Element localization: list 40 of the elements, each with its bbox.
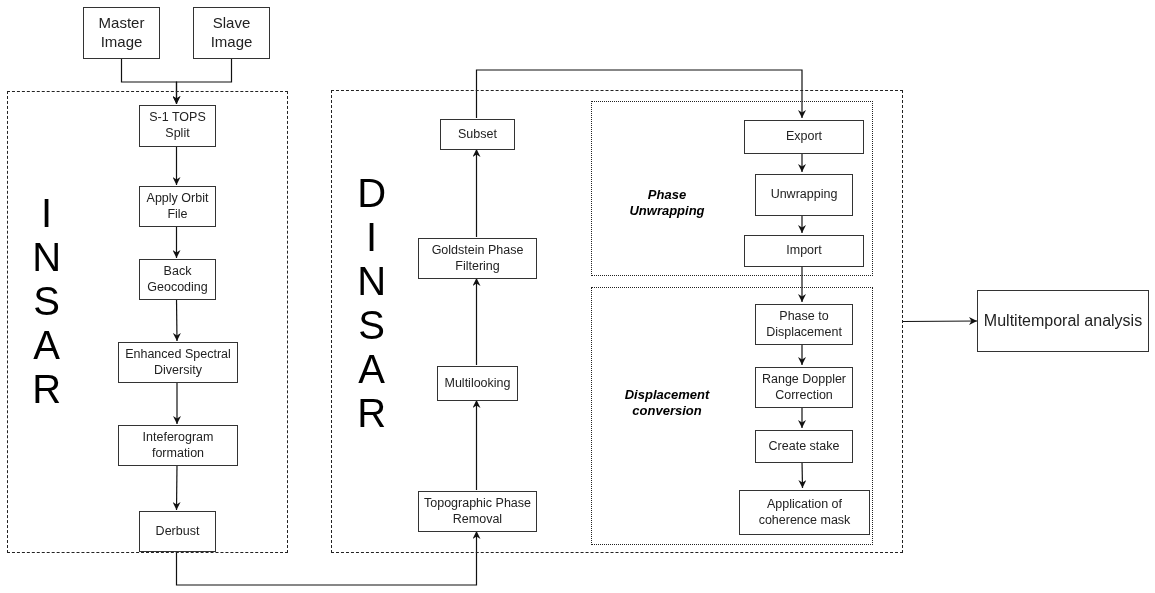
process-box: Enhanced Spectral Diversity	[118, 342, 238, 383]
process-box: Export	[744, 120, 864, 154]
process-box: Goldstein Phase Filtering	[418, 238, 537, 279]
process-box: Subset	[440, 119, 515, 150]
process-box: Apply Orbit File	[139, 186, 216, 227]
group-title: Displacement conversion	[623, 387, 711, 420]
arrow	[172, 464, 181, 511]
process-box: Unwrapping	[755, 174, 853, 216]
arrow	[172, 145, 181, 186]
arrow	[173, 381, 181, 425]
process-box: Topographic Phase Removal	[418, 491, 537, 532]
process-box: Multilooking	[437, 366, 518, 401]
arrow	[472, 399, 481, 491]
arrow	[475, 69, 806, 119]
arrow	[172, 58, 233, 105]
arrow	[902, 317, 978, 326]
arrow	[172, 298, 181, 342]
arrow	[472, 277, 481, 366]
process-box: Derbust	[139, 511, 216, 552]
process-box: S-1 TOPS Split	[139, 105, 216, 147]
process-box: Import	[744, 235, 864, 267]
process-box: Range Doppler Correction	[755, 367, 853, 408]
process-box: Create stake	[755, 430, 853, 463]
process-box: Back Geocoding	[139, 259, 216, 300]
arrow	[175, 530, 481, 586]
group-title: INSAR	[31, 191, 63, 411]
process-box: Application of coherence mask	[739, 490, 870, 535]
arrow	[472, 148, 481, 238]
process-box: Slave Image	[193, 7, 270, 59]
arrow	[172, 225, 181, 259]
group-title: Phase Unwrapping	[628, 187, 706, 220]
group-title: DINSAR	[356, 171, 388, 435]
process-box: Phase to Displacement	[755, 304, 853, 345]
process-box: Inteferogram formation	[118, 425, 238, 466]
sub-group	[591, 287, 873, 545]
process-box: Multitemporal analysis	[977, 290, 1149, 352]
stage-group	[331, 90, 903, 553]
process-box: Master Image	[83, 7, 160, 59]
stage-group	[7, 91, 288, 553]
sub-group	[591, 101, 873, 276]
